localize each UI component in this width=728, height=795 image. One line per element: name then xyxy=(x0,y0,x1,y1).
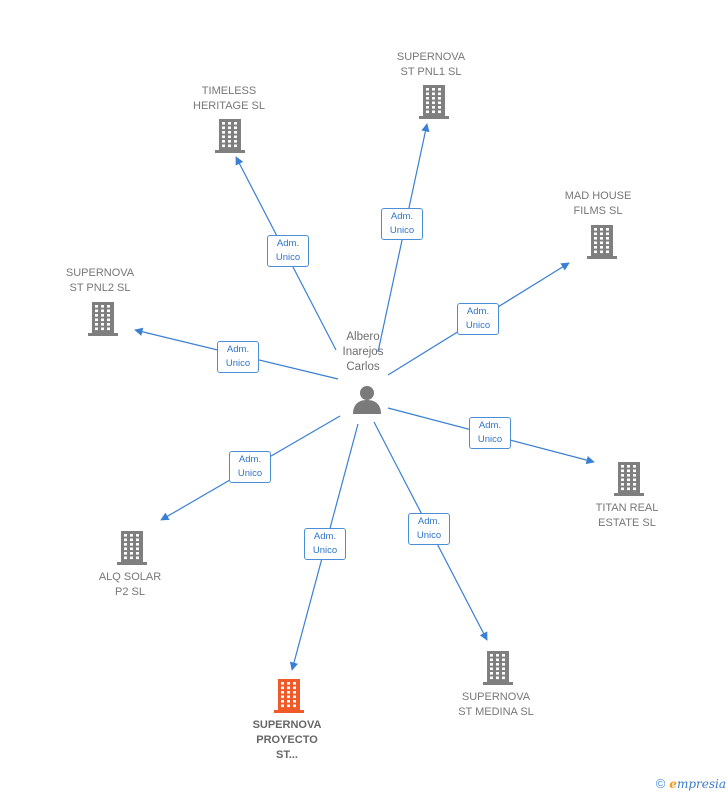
building-icon[interactable] xyxy=(613,461,645,497)
role-label-alq: Adm. Unico xyxy=(229,451,271,483)
company-name-alq[interactable]: ALQ SOLAR P2 SL xyxy=(98,571,162,598)
role-line-2: Unico xyxy=(465,320,491,331)
role-line-2: Unico xyxy=(477,434,503,445)
role-line-1: Adm. xyxy=(276,238,300,249)
role-line-2: Unico xyxy=(275,252,301,263)
copyright-symbol: © xyxy=(655,776,666,791)
building-icon[interactable] xyxy=(87,301,119,337)
role-label-madhouse: Adm. Unico xyxy=(457,303,499,335)
role-label-titan: Adm. Unico xyxy=(469,417,511,449)
person-name[interactable]: Albero Inarejos Carlos xyxy=(342,331,384,373)
role-line-1: Adm. xyxy=(313,531,337,542)
company-name-timeless[interactable]: TIMELESS HERITAGE SL xyxy=(193,85,265,112)
footer-brand: ©empresia xyxy=(656,776,726,791)
role-line-1: Adm. xyxy=(478,420,502,431)
role-label-pnl2: Adm. Unico xyxy=(217,341,259,373)
role-label-timeless: Adm. Unico xyxy=(267,235,309,267)
company-name-pnl2[interactable]: SUPERNOVA ST PNL2 SL xyxy=(65,267,135,294)
company-name-titan[interactable]: TITAN REAL ESTATE SL xyxy=(595,502,659,529)
role-line-1: Adm. xyxy=(466,306,490,317)
building-icon[interactable] xyxy=(586,224,618,260)
role-line-2: Unico xyxy=(416,530,442,541)
role-line-1: Adm. xyxy=(417,516,441,527)
building-icon[interactable] xyxy=(418,84,450,120)
role-line-2: Unico xyxy=(312,545,338,556)
role-label-pnl1: Adm. Unico xyxy=(381,208,423,240)
empresia-logo: empresia xyxy=(669,777,726,791)
building-icon[interactable] xyxy=(214,118,246,154)
role-line-2: Unico xyxy=(237,468,263,479)
role-line-1: Adm. xyxy=(390,211,414,222)
role-line-1: Adm. xyxy=(238,454,262,465)
building-icon[interactable] xyxy=(273,678,305,714)
role-label-medina: Adm. Unico xyxy=(408,513,450,545)
role-label-proyecto: Adm. Unico xyxy=(304,528,346,560)
role-line-1: Adm. xyxy=(226,344,250,355)
role-line-2: Unico xyxy=(225,358,251,369)
company-name-pnl1[interactable]: SUPERNOVA ST PNL1 SL xyxy=(396,51,466,78)
company-name-madhouse[interactable]: MAD HOUSE FILMS SL xyxy=(564,190,632,217)
person-icon[interactable] xyxy=(351,384,383,414)
role-line-2: Unico xyxy=(389,225,415,236)
company-name-proyecto[interactable]: SUPERNOVA PROYECTO ST... xyxy=(252,719,322,761)
building-icon[interactable] xyxy=(116,530,148,566)
company-name-medina[interactable]: SUPERNOVA ST MEDINA SL xyxy=(458,691,534,718)
building-icon[interactable] xyxy=(482,650,514,686)
